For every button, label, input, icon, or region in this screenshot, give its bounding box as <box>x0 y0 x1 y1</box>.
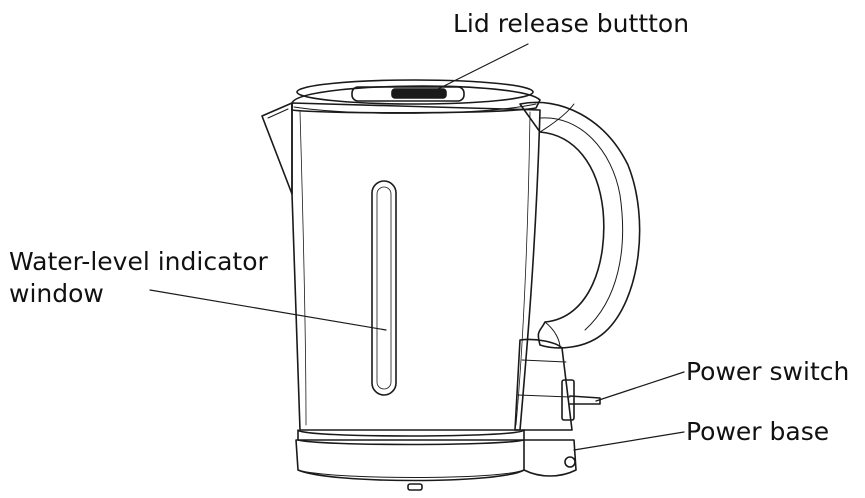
kettle-bottom-band <box>297 429 525 446</box>
handle-inner-line <box>539 117 624 331</box>
water-level-window <box>371 180 397 396</box>
label-water-level-line2: window <box>9 279 104 308</box>
leader-lid-release <box>425 43 529 96</box>
leader-power-base <box>573 431 685 451</box>
base-foot <box>407 483 423 491</box>
label-power-base: Power base <box>686 417 830 446</box>
lid-release-button <box>351 86 465 102</box>
kettle-spout-inner <box>267 108 289 119</box>
handle-grip-line-1 <box>539 103 575 133</box>
power-base-rim <box>297 469 525 478</box>
lid-release-button-inner <box>391 88 447 99</box>
power-base-side <box>523 439 577 477</box>
kettle-spout <box>261 102 293 195</box>
kettle-body-shade <box>299 111 307 426</box>
handle-grip-line-2 <box>544 321 561 349</box>
label-lid-release-button: Lid release buttton <box>453 9 690 38</box>
lid-rim-line <box>293 103 537 114</box>
lid-top-ellipse <box>296 79 534 105</box>
kettle-body <box>291 102 541 431</box>
switch-housing <box>514 338 573 431</box>
label-water-level-indicator: Water-level indicator window <box>9 246 268 310</box>
leader-water-level <box>149 289 387 331</box>
label-water-level-line1: Water-level indicator <box>9 247 268 276</box>
water-level-window-inner <box>376 186 392 390</box>
switch-housing-line <box>521 359 567 363</box>
kettle-handle <box>519 101 641 349</box>
kettle-body-shade-right <box>515 111 531 426</box>
power-base-connector <box>564 456 576 468</box>
label-power-switch: Power switch <box>686 357 850 386</box>
power-switch-toggle <box>569 395 601 405</box>
power-switch-lever <box>561 379 575 421</box>
leader-power-switch <box>595 371 685 402</box>
